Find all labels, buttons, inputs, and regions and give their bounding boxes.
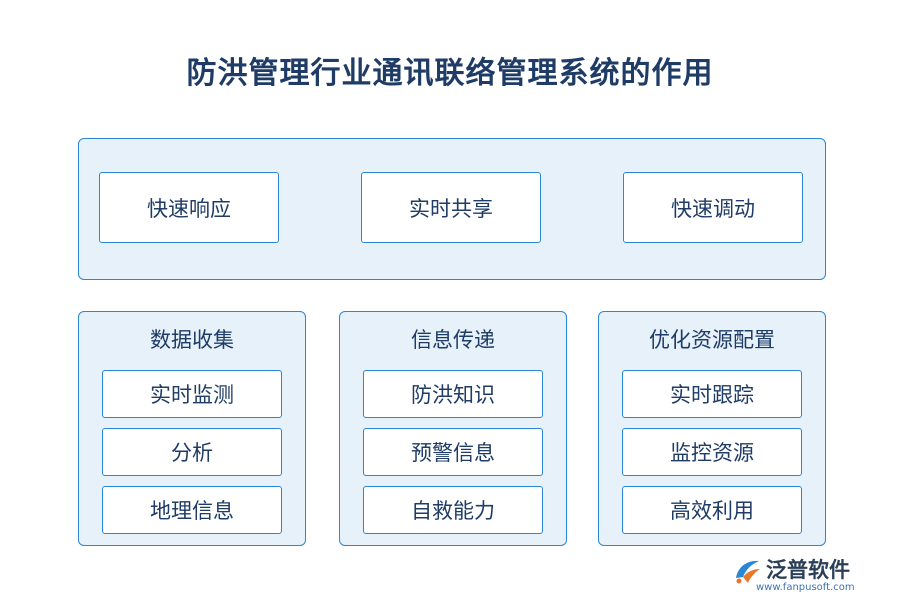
column-3-item-2: 监控资源 (622, 428, 802, 476)
brand-url: www.fanpusoft.com (756, 582, 855, 593)
column-panel-1: 数据收集 实时监测 分析 地理信息 (78, 311, 306, 546)
brand-logo: 泛普软件 www.fanpusoft.com (730, 552, 890, 596)
page-title: 防洪管理行业通讯联络管理系统的作用 (186, 56, 714, 91)
top-card-1: 快速响应 (99, 172, 279, 243)
column-title-2: 信息传递 (411, 328, 495, 352)
column-2-item-2: 预警信息 (363, 428, 543, 476)
column-1-item-3: 地理信息 (102, 486, 282, 534)
column-2-item-3: 自救能力 (363, 486, 543, 534)
column-title-3: 优化资源配置 (649, 328, 775, 352)
fanpu-logo-icon (736, 560, 760, 584)
top-card-3: 快速调动 (623, 172, 803, 243)
column-title-1: 数据收集 (150, 328, 234, 352)
top-card-2: 实时共享 (361, 172, 541, 243)
column-panel-3: 优化资源配置 实时跟踪 监控资源 高效利用 (598, 311, 826, 546)
column-panel-2: 信息传递 防洪知识 预警信息 自救能力 (339, 311, 567, 546)
top-panel: 快速响应 实时共享 快速调动 (78, 138, 826, 280)
column-2-item-1: 防洪知识 (363, 370, 543, 418)
brand-name: 泛普软件 (766, 558, 850, 582)
column-1-item-2: 分析 (102, 428, 282, 476)
column-3-item-3: 高效利用 (622, 486, 802, 534)
column-1-item-1: 实时监测 (102, 370, 282, 418)
column-3-item-1: 实时跟踪 (622, 370, 802, 418)
